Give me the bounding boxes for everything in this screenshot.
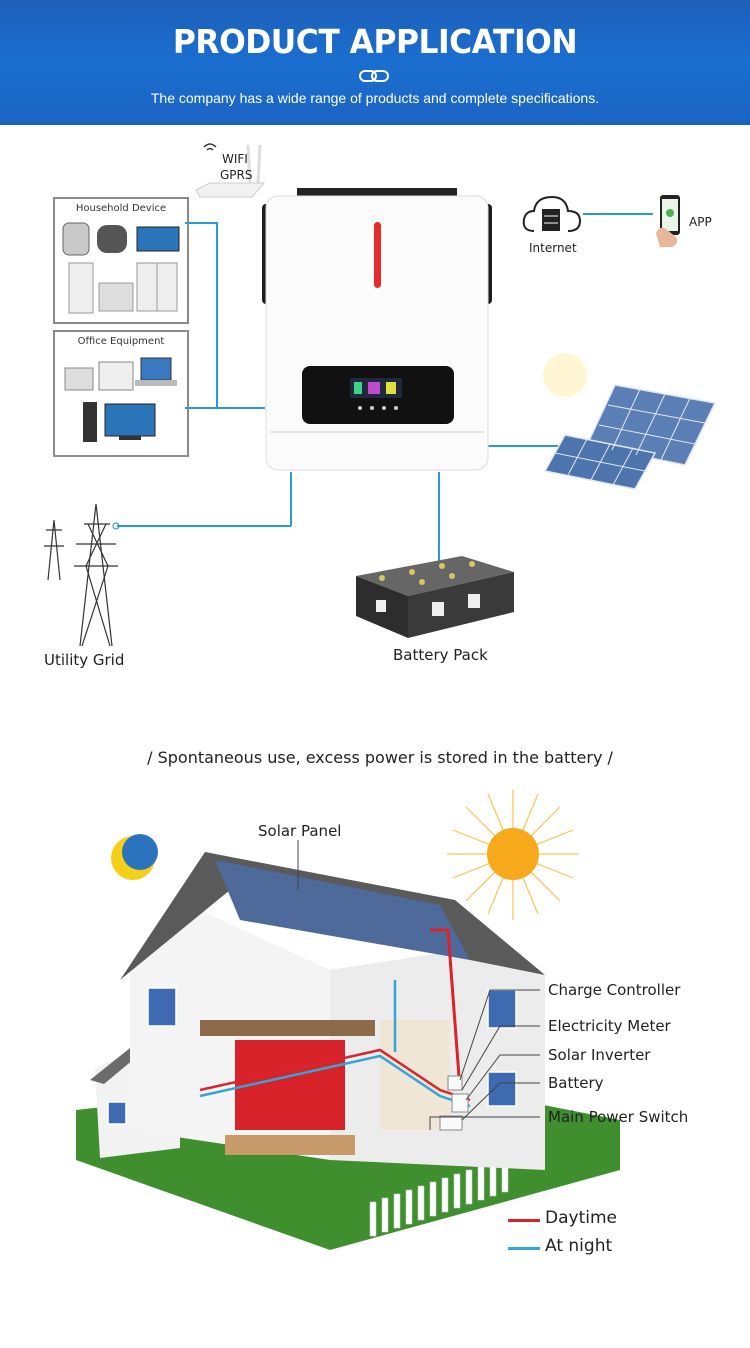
main-power-switch-label: Main Power Switch	[548, 1108, 689, 1126]
wire-battery	[438, 472, 440, 562]
inverter-device	[262, 188, 492, 471]
smartphone-icon	[656, 195, 680, 247]
office-icon	[64, 357, 177, 442]
legend-daytime-line	[508, 1219, 540, 1222]
wifi-router-icon	[195, 143, 266, 198]
household-device-label: Household Device	[75, 203, 167, 214]
wire-grid-horizontal	[117, 525, 291, 527]
office-equipment-box: Office Equipment	[53, 330, 189, 457]
internet-label: Internet	[529, 241, 577, 255]
battery-label: Battery	[548, 1074, 604, 1092]
utility-grid-tower-icon	[44, 503, 120, 647]
wire-solar	[488, 445, 561, 447]
charge-controller-label: Charge Controller	[548, 981, 681, 999]
appliances-icon	[62, 222, 180, 314]
page-title: PRODUCT APPLICATION	[172, 22, 578, 61]
cloud-server-icon	[522, 195, 582, 232]
wire-office	[185, 407, 265, 409]
legend-daytime-label: Daytime	[545, 1208, 617, 1228]
house-diagram: Solar Panel Charge Controller Electricit…	[0, 790, 750, 1330]
battery-pack-icon	[356, 556, 514, 638]
link-icon	[359, 70, 389, 82]
electricity-meter-label: Electricity Meter	[548, 1017, 671, 1035]
wire-grid-vertical	[290, 472, 292, 526]
system-diagram: WIFI GPRS Household Device Office Equipm…	[0, 125, 750, 705]
caption: / Spontaneous use, excess power is store…	[147, 748, 613, 767]
page-subtitle: The company has a wide range of products…	[150, 90, 600, 106]
solar-panel-label: Solar Panel	[258, 822, 342, 840]
household-device-box: Household Device	[53, 197, 189, 324]
wire-left-vertical	[216, 222, 218, 408]
legend-night-line	[508, 1247, 540, 1250]
battery-pack-label: Battery Pack	[393, 646, 488, 664]
utility-grid-label: Utility Grid	[44, 651, 125, 669]
legend-night-label: At night	[545, 1236, 613, 1256]
wifi-label: WIFI	[222, 152, 248, 166]
solar-panels-icon	[543, 353, 717, 490]
house-illustration	[76, 790, 620, 1250]
header-banner: PRODUCT APPLICATION The company has a wi…	[0, 0, 750, 125]
wire-household	[185, 222, 217, 224]
app-label: APP	[689, 215, 712, 229]
office-equipment-label: Office Equipment	[77, 336, 165, 347]
solar-inverter-label: Solar Inverter	[548, 1046, 651, 1064]
gprs-label: GPRS	[220, 168, 253, 182]
wire-internet	[583, 213, 653, 215]
